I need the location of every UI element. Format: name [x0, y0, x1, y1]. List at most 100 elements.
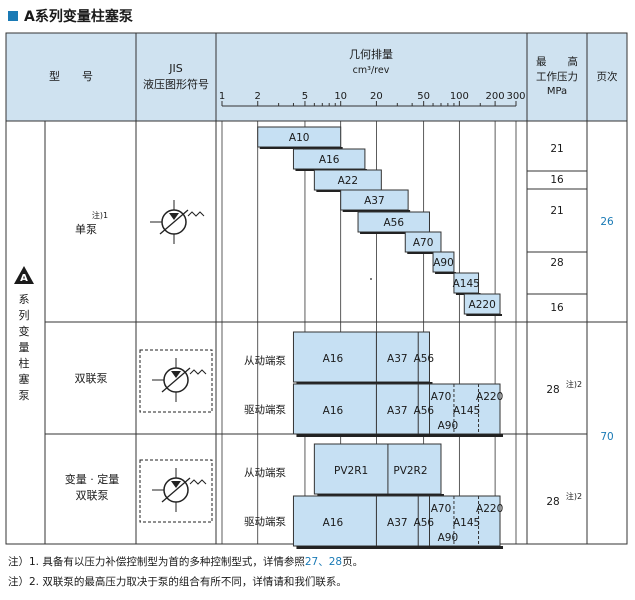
tandem-drive-cell: A90 [438, 420, 459, 432]
note-1-suffix: 页。 [342, 556, 364, 568]
title-square-icon [8, 11, 18, 21]
series-name-char: 系 [19, 293, 30, 306]
header-displacement-title: 几何排量 [349, 47, 393, 61]
single-pressure-value: 21 [550, 143, 563, 155]
single-pump-bar-label: A22 [338, 175, 359, 187]
single-pump-bar-shadow [435, 272, 456, 274]
single-pump-bar-shadow [342, 210, 411, 212]
combo-pump-arrow [171, 481, 181, 488]
header-jis-symbol: 液压图形符号 [143, 77, 209, 91]
note-2: 注）2. 双联泵的最高压力取决于泵的组合有所不同，详情请和我们联系。 [8, 576, 347, 588]
combo-pressure-note: 注)2 [566, 491, 582, 501]
single-pump-bar-label: A56 [383, 217, 404, 229]
combo-driven-cell: PV2R1 [334, 465, 368, 477]
single-pressure-value: 21 [550, 205, 563, 217]
disp-axis-tick-label: 2 [255, 91, 261, 102]
disp-axis-tick-label: 1 [219, 91, 225, 102]
single-pump-note: 注)1 [92, 210, 108, 220]
combo-symbol-lines [152, 468, 177, 512]
single-hydraulic-symbol-icon [150, 200, 205, 244]
tandem-pressure-value: 28 [546, 384, 559, 396]
tandem-driven-label: 从动端泵 [244, 354, 286, 367]
series-badge-letter: A [20, 273, 28, 284]
tandem-driven-cell: A16 [323, 353, 344, 365]
tandem-drive-bar-shadow [296, 434, 504, 437]
single-pump-label: 单泵 [75, 223, 97, 236]
disp-axis-tick-label: 10 [334, 91, 347, 102]
combo-drive-cell: A70 [431, 503, 452, 515]
combo-pump-label-1: 变量 · 定量 [65, 472, 120, 486]
single-pump-bar-shadow [360, 232, 432, 234]
single-pump-bar-label: A90 [433, 257, 454, 269]
single-pump-bar-label: A10 [289, 132, 310, 144]
header-jis: JIS [168, 62, 182, 75]
single-pump-bar-shadow [259, 147, 343, 149]
disp-axis-tick-label: 200 [486, 91, 505, 102]
combo-drive-cell: A16 [323, 517, 344, 529]
single-pump-bar-label: A145 [453, 278, 480, 290]
tandem-variable-arrow [161, 367, 191, 393]
combo-spring [189, 479, 207, 485]
combo-drive-bar [292, 495, 501, 547]
single-pump-bar-shadow [466, 314, 503, 316]
disp-axis-tick-label: 20 [370, 91, 383, 102]
tandem-drive-cell: A70 [431, 391, 452, 403]
combo-driven-label: 从动端泵 [244, 466, 286, 479]
tandem-drive-cell: A16 [323, 405, 344, 417]
tandem-hydraulic-symbol-icon [139, 349, 213, 413]
combo-symbol-boundary [139, 459, 213, 523]
series-name-char: 塞 [19, 372, 30, 386]
combo-driven-cell: PV2R2 [393, 465, 427, 477]
disp-axis-tick-label: 50 [417, 91, 430, 102]
tandem-drive-label: 驱动端泵 [244, 403, 286, 416]
combo-pump-label-2: 双联泵 [76, 489, 109, 502]
single-page-ref: 26 [600, 216, 614, 228]
combo-drive-cell: A145 [453, 517, 480, 529]
pair-page-ref: 70 [600, 431, 613, 443]
note-1-separator: 、 [318, 556, 329, 568]
disp-axis-tick-label: 100 [450, 91, 469, 102]
tandem-symbol-lines [152, 358, 177, 402]
header-page: 页次 [597, 70, 618, 83]
tandem-driven-bar [292, 331, 430, 383]
single-pump-bar-label: A220 [469, 299, 496, 311]
tandem-pump-label: 双联泵 [75, 372, 108, 385]
page-title-row: A系列变量柱塞泵 [8, 6, 133, 26]
combo-drive-label: 驱动端泵 [244, 515, 286, 528]
combo-pressure-value: 28 [546, 496, 559, 508]
tandem-drive-cell: A145 [453, 405, 480, 417]
single-pump-bar-label: A16 [319, 154, 340, 166]
single-pressure-value: 28 [550, 257, 563, 269]
series-name-char: 量 [19, 341, 30, 354]
single-pump-arrow [169, 213, 179, 220]
tandem-drive-cell: A56 [414, 405, 435, 417]
tandem-drive-cell: A220 [476, 391, 503, 403]
tandem-pressure-note: 注)2 [566, 379, 582, 389]
combo-drive-cell: A56 [414, 517, 435, 529]
header-pressure-2: 工作压力 [536, 70, 578, 83]
page-title: A系列变量柱塞泵 [24, 9, 133, 25]
table-header-bg [6, 33, 627, 121]
tandem-drive-bar [292, 383, 501, 435]
header-model: 型 号 [49, 69, 93, 83]
note-1: 注）1. 具备有以压力补偿控制型为首的多种控制型式，详情参照27、28页。 [8, 554, 363, 569]
single-symbol-lines [150, 200, 175, 244]
combo-drive-cell: A90 [438, 532, 459, 544]
single-pump-bar-label: A37 [364, 195, 385, 207]
series-name-char: 柱 [19, 356, 30, 370]
combo-drive-cell: A37 [387, 517, 408, 529]
note-1-page-link-27[interactable]: 27 [304, 556, 319, 568]
note-1-page-link-28[interactable]: 28 [328, 556, 343, 568]
combo-drive-bar-shadow [296, 546, 504, 549]
tandem-spring [189, 369, 207, 375]
single-spring [187, 211, 205, 217]
series-badge-icon [14, 266, 34, 284]
tandem-symbol-boundary [139, 349, 213, 413]
series-name-char: 变 [19, 324, 30, 338]
disp-axis-tick-label: 5 [302, 91, 308, 102]
combo-drive-cell: A220 [476, 503, 503, 515]
disp-axis-tick-label: 300 [506, 91, 525, 102]
tandem-driven-cell: A56 [414, 353, 435, 365]
header-pressure-1: 最 高 [536, 55, 578, 68]
